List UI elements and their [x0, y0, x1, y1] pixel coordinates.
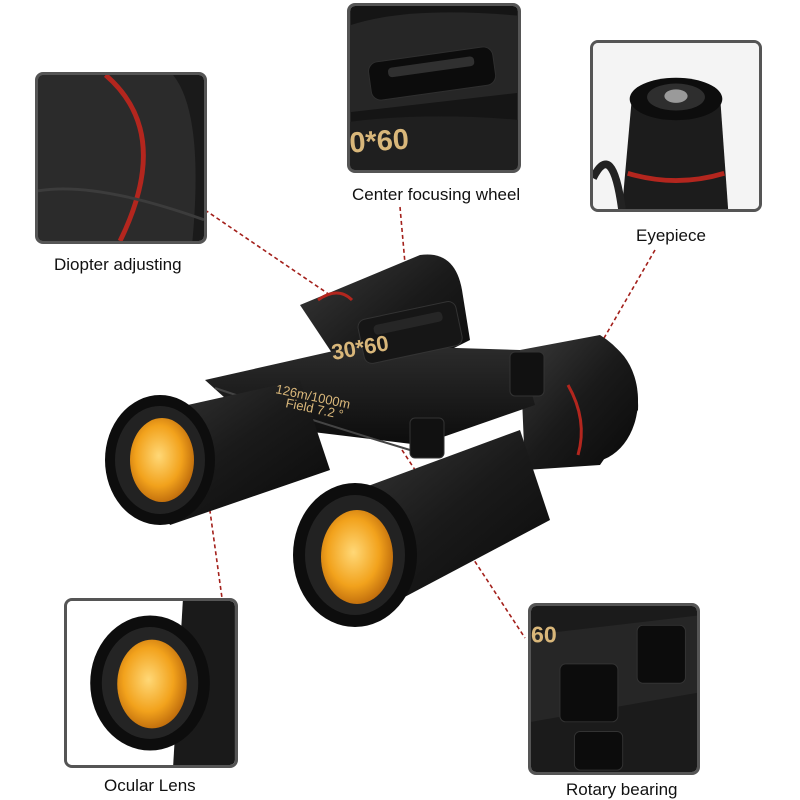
label-ocular-lens: Ocular Lens — [104, 776, 196, 795]
left-ocular-barrel — [105, 380, 330, 525]
inset-eyepiece — [590, 40, 762, 212]
inset-model-text: 0*60 — [350, 124, 410, 160]
label-focus-wheel: Center focusing wheel — [352, 185, 521, 204]
right-lens — [321, 510, 393, 604]
left-lens — [130, 418, 194, 502]
inset-ocular-lens — [64, 598, 238, 768]
leader-eyepiece — [599, 249, 656, 346]
label-eyepiece: Eyepiece — [636, 226, 706, 245]
inset-bearing-text: 60 — [531, 622, 557, 648]
right-ocular-barrel — [293, 430, 550, 627]
label-diopter: Diopter adjusting — [54, 255, 182, 274]
inset-lens — [117, 639, 187, 729]
inset-rotary-bearing: 60 — [528, 603, 700, 775]
inset-diopter — [35, 72, 207, 244]
label-rotary-bearing: Rotary bearing — [566, 780, 678, 799]
leader-diopter — [204, 209, 331, 296]
hinge-block-right — [509, 351, 545, 397]
inset-focus-wheel: 0*60 — [347, 3, 521, 173]
hinge-block-left — [409, 417, 445, 459]
